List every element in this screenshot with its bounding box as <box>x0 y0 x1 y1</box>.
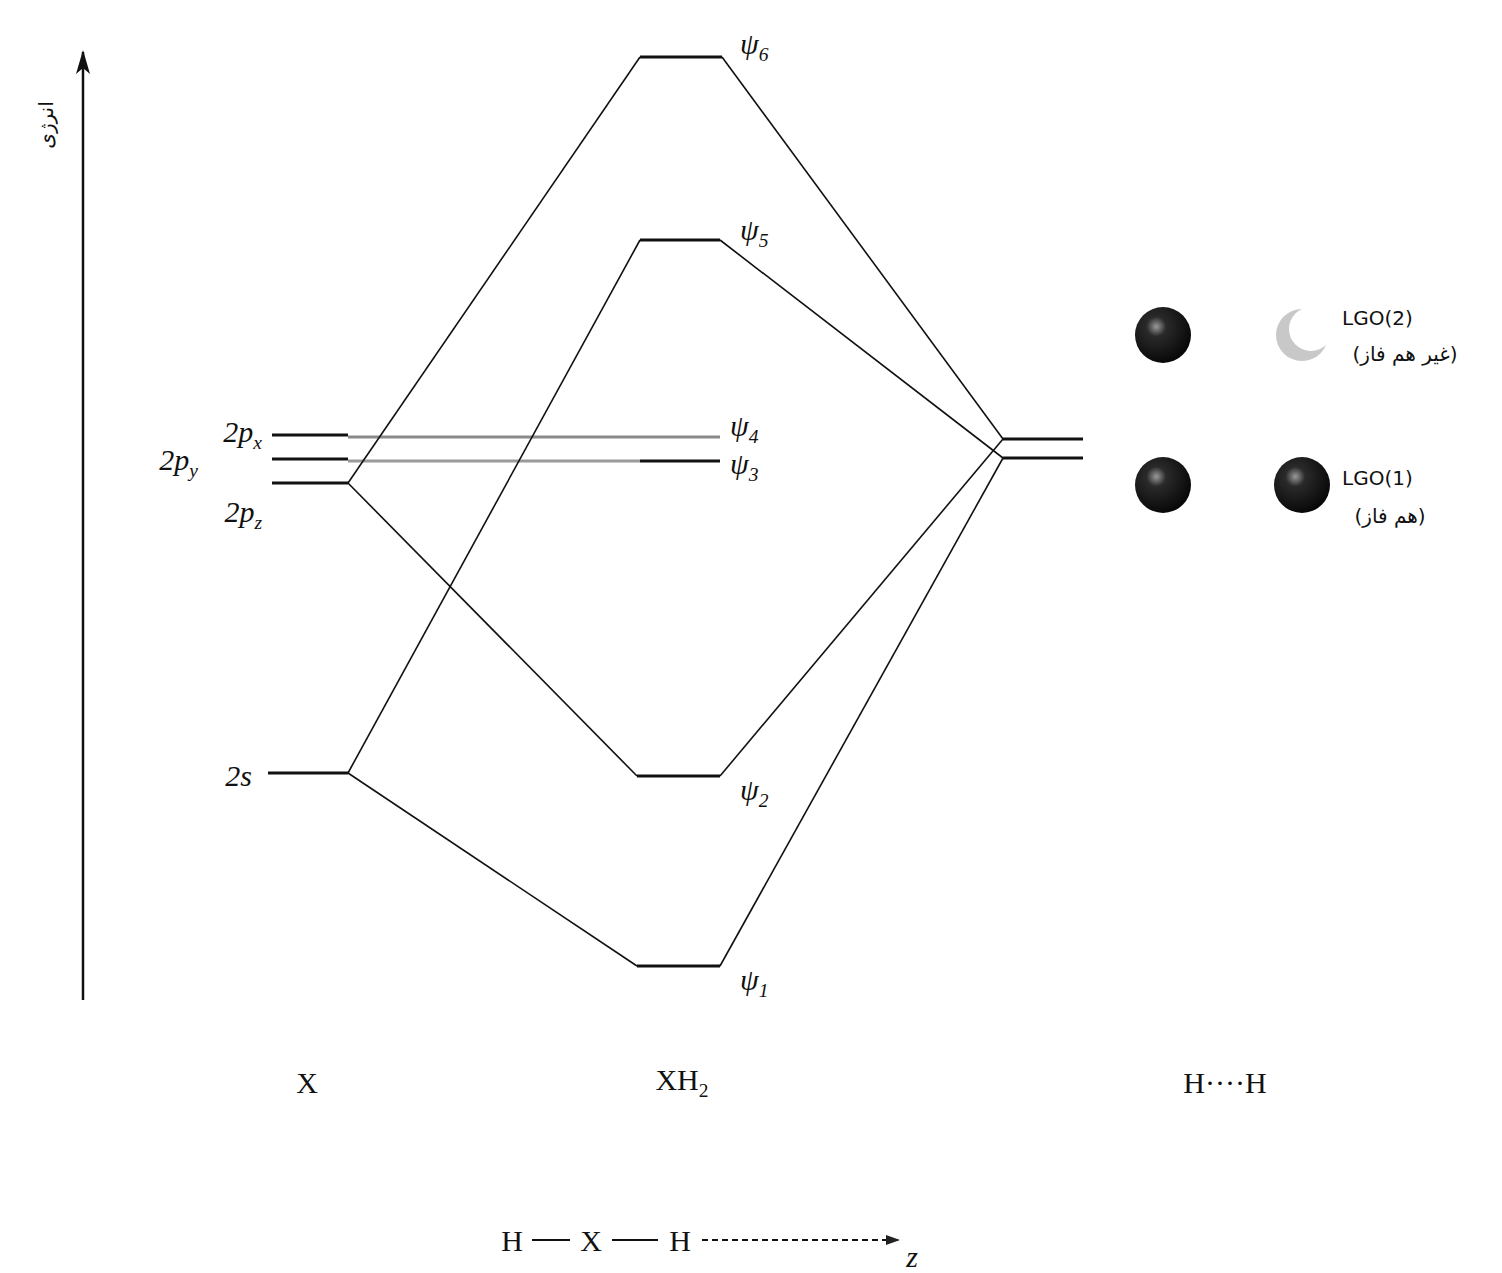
orbital-label: 2pz <box>224 495 262 533</box>
axis-label: z <box>906 1240 918 1273</box>
mo-label: ψ4 <box>730 409 758 447</box>
atom-label: X <box>580 1224 602 1257</box>
mo-label: ψ6 <box>740 27 768 65</box>
column-label: X <box>296 1066 318 1099</box>
phase-note: (هم فاز) <box>1354 505 1425 527</box>
lgo-label: LGO(2) <box>1342 307 1413 329</box>
axis-label: انرژی <box>35 101 57 148</box>
mo-label: ψ3 <box>730 447 758 485</box>
column-label: XH2 <box>655 1063 708 1101</box>
nonbonding-levels <box>348 437 720 461</box>
mo-label: ψ1 <box>740 963 768 1001</box>
energy-levels <box>268 57 1083 966</box>
mo-label: ψ5 <box>740 213 768 251</box>
mo-label: ψ2 <box>740 773 768 811</box>
orbital-label: 2px <box>223 415 262 453</box>
phase-note: (غیر هم فاز) <box>1352 343 1457 365</box>
orbital-label: 2py <box>159 443 198 481</box>
lgo-label: LGO(1) <box>1342 467 1413 489</box>
correlation-lines <box>348 57 1003 966</box>
orbital-label: 2s <box>225 759 252 792</box>
atom-label: H <box>501 1224 523 1257</box>
ligand-orbitals <box>1135 307 1333 513</box>
energy-axis <box>82 52 85 1000</box>
atom-label: H <box>669 1224 691 1257</box>
column-label: H····H <box>1183 1066 1266 1099</box>
